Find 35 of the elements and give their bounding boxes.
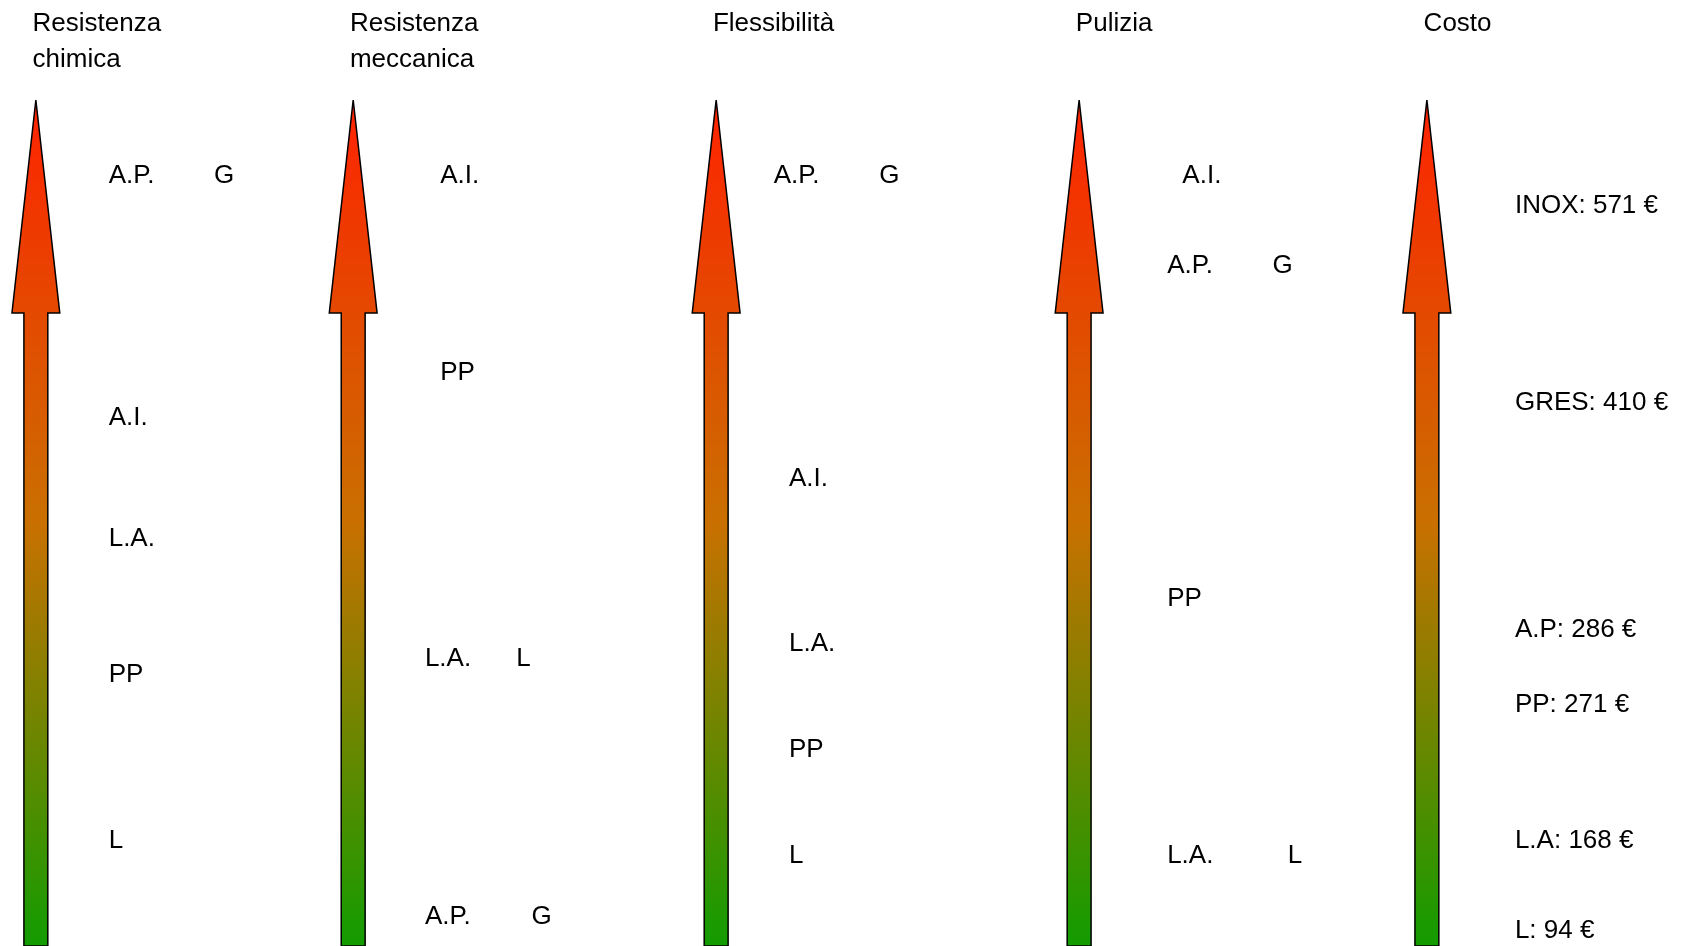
scale-label: G	[879, 157, 900, 191]
scale-label: L	[1287, 838, 1303, 872]
axis-heading: Resistenza chimica	[32, 6, 163, 75]
price-label: A.P: 286 €	[1514, 612, 1637, 646]
scale-label: PP	[440, 354, 475, 388]
scale-label: L.A.	[788, 626, 836, 660]
axis-heading: Costo	[1423, 6, 1493, 39]
scale-label: A.P.	[1167, 248, 1213, 282]
scale-label: PP	[788, 731, 824, 765]
scale-label: L.A.	[1167, 838, 1214, 872]
price-label: INOX: 571 €	[1514, 188, 1658, 222]
scale-label: A.P.	[773, 157, 820, 191]
scale-label: L	[788, 838, 804, 872]
scale-label: A.I.	[440, 157, 480, 191]
scale-label: A.I.	[108, 400, 148, 434]
scale-label: G	[214, 157, 235, 191]
scale-label: PP	[108, 656, 144, 690]
scale-label: A.P.	[108, 157, 155, 191]
scale-label: A.P.	[424, 899, 471, 932]
scale-label: L	[516, 641, 531, 675]
scale-label: A.I.	[1182, 157, 1222, 191]
price-label: PP: 271 €	[1514, 687, 1630, 721]
scale-label: L.A.	[424, 641, 472, 675]
axis-heading: Pulizia	[1075, 6, 1154, 39]
scale-label: L	[108, 822, 124, 856]
price-label: L.A: 168 €	[1514, 822, 1634, 856]
scale-label: PP	[1167, 580, 1202, 614]
axis-heading: Resistenza meccanica	[349, 6, 480, 75]
scale-label: A.I.	[788, 461, 828, 495]
axis-heading: Flessibilità	[712, 6, 836, 39]
scale-label: G	[1272, 248, 1293, 282]
scale-label: L.A.	[108, 520, 155, 554]
scale-label: G	[531, 899, 552, 932]
price-label: GRES: 410 €	[1514, 385, 1669, 418]
price-label: L: 94 €	[1514, 913, 1595, 946]
